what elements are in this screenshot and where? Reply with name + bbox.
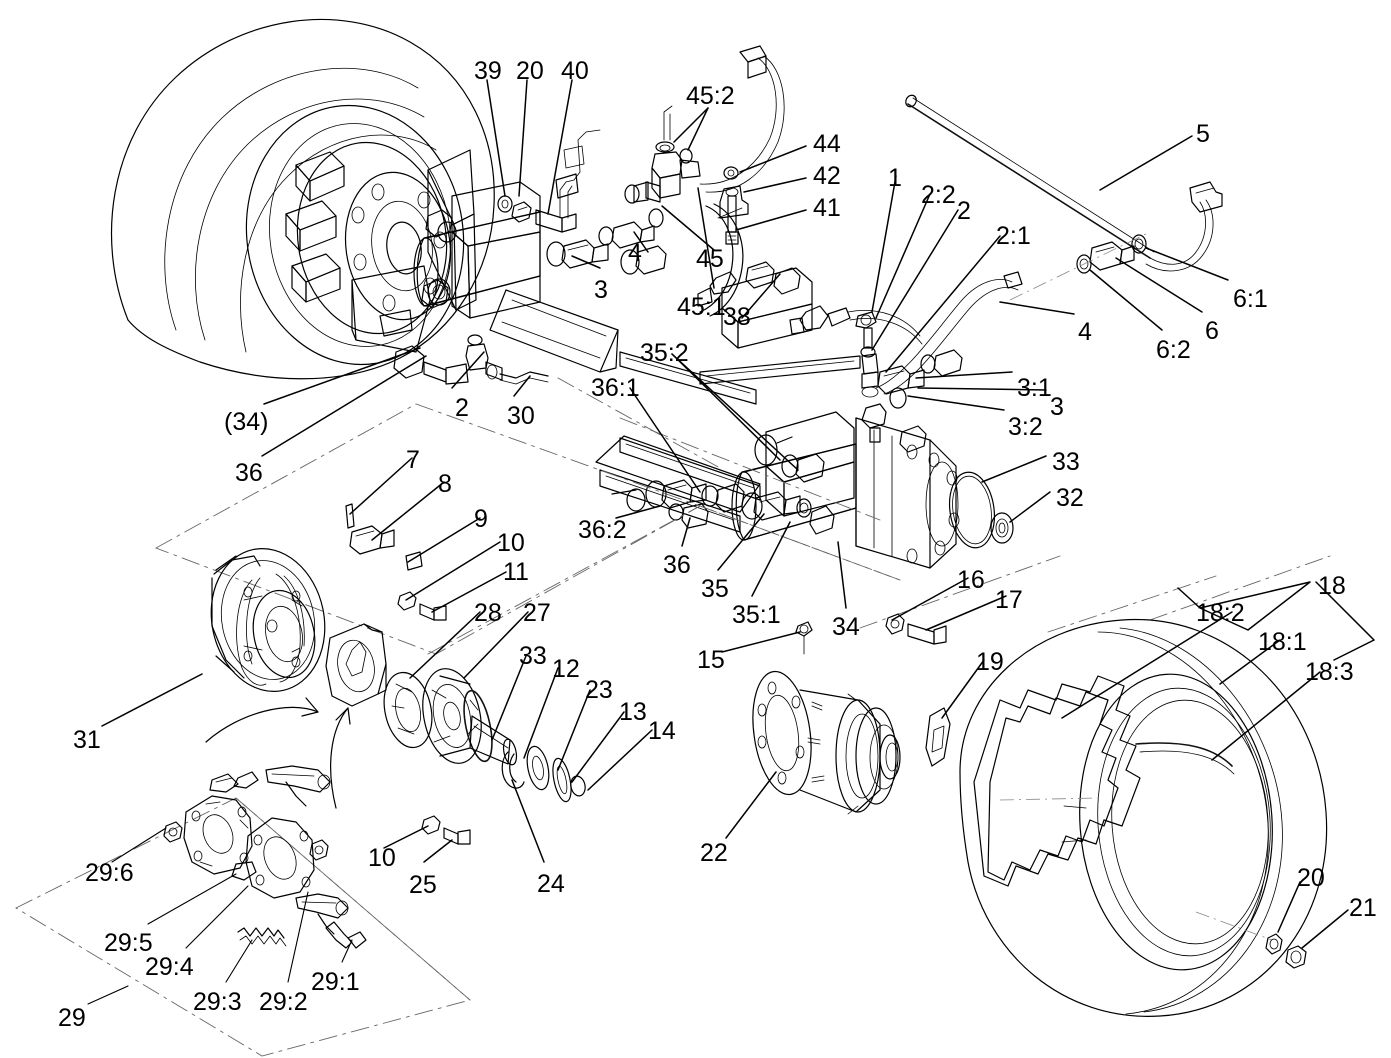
manifold-block-38 (697, 261, 923, 349)
callout-42: 42 (813, 162, 841, 190)
callout-27: 27 (523, 599, 551, 627)
callout-18-1: 18:1 (1258, 628, 1307, 656)
rear-motor-housing-34 (595, 351, 960, 569)
bolt-and-hose-right (855, 271, 1023, 409)
callout--34-: (34) (224, 408, 269, 436)
front-wheel-motor-housing (351, 181, 619, 385)
callout-45: 45 (696, 245, 724, 273)
callout-18: 18 (1318, 572, 1346, 600)
callout-45-1: 45:1 (677, 293, 726, 321)
rear-tire-18 (959, 618, 1328, 1017)
callout-36-2: 36:2 (578, 516, 627, 544)
callout-2: 2 (455, 394, 469, 422)
assembly-arrows (205, 697, 351, 809)
callout-10: 10 (497, 529, 525, 557)
callout-3-2: 3:2 (1008, 413, 1043, 441)
callout-29-6: 29:6 (85, 859, 134, 887)
callout-8: 8 (438, 470, 452, 498)
callout-3-1: 3:1 (1017, 374, 1052, 402)
callout-15: 15 (697, 646, 725, 674)
callout-5: 5 (1196, 120, 1210, 148)
callout-35-1: 35:1 (732, 601, 781, 629)
hydraulic-fitting-chain-upper (546, 208, 667, 275)
oring-33-and-seal-32 (948, 471, 1014, 549)
callout-30: 30 (507, 402, 535, 430)
callout-17: 17 (995, 586, 1023, 614)
callout-2-2: 2:2 (921, 181, 956, 209)
callout-10: 10 (368, 844, 396, 872)
callout-4: 4 (628, 239, 642, 267)
callout-3: 3 (594, 276, 608, 304)
callout-20: 20 (1297, 864, 1325, 892)
hub-and-spindle-assembly (345, 503, 586, 845)
callout-29-2: 29:2 (259, 988, 308, 1016)
callout-29-1: 29:1 (311, 968, 360, 996)
leader-lines (87, 79, 1375, 1005)
callout-12: 12 (552, 655, 580, 683)
callout-2-1: 2:1 (996, 222, 1031, 250)
callout-31: 31 (73, 726, 101, 754)
callout-11: 11 (503, 558, 529, 586)
callout-21: 21 (1349, 894, 1377, 922)
fastener-stack-39-20-40 (497, 195, 577, 233)
callout-41: 41 (813, 194, 841, 222)
callout-18-3: 18:3 (1305, 658, 1354, 686)
callout-25: 25 (409, 871, 437, 899)
callout-29-5: 29:5 (104, 929, 153, 957)
callout-36: 36 (663, 551, 691, 579)
callout-20: 20 (516, 57, 544, 85)
callout-38: 38 (723, 303, 751, 331)
callout-45-2: 45:2 (686, 82, 735, 110)
brake-assembly-31 (210, 548, 326, 692)
callout-33: 33 (519, 642, 547, 670)
front-tire-upper (110, 18, 495, 380)
callout-2: 2 (957, 197, 971, 225)
callout-4: 4 (1078, 318, 1092, 346)
tube-5-and-fittings-6 (905, 94, 1223, 301)
wheel-hub-22 (752, 613, 951, 815)
callout-6: 6 (1205, 317, 1219, 345)
callout-24: 24 (537, 870, 565, 898)
callout-36-1: 36:1 (591, 374, 640, 402)
brake-drum-plate (325, 623, 387, 707)
callout-16: 16 (957, 566, 985, 594)
callout-40: 40 (561, 57, 589, 85)
callout-33: 33 (1052, 448, 1080, 476)
callout-29-3: 29:3 (193, 988, 242, 1016)
callout-22: 22 (700, 839, 728, 867)
callout-9: 9 (474, 505, 488, 533)
callout-29: 29 (58, 1004, 86, 1032)
callout-13: 13 (619, 698, 647, 726)
callout-32: 32 (1056, 484, 1084, 512)
bolt-assembly-41-42-44 (719, 166, 749, 245)
selector-valve-45 (624, 105, 701, 204)
callout-6-2: 6:2 (1156, 336, 1191, 364)
callout-28: 28 (474, 599, 502, 627)
callout-35: 35 (701, 575, 729, 603)
hydraulic-hose-phantom-upper (555, 45, 785, 317)
callout-35-2: 35:2 (640, 339, 689, 367)
callout-7: 7 (406, 446, 420, 474)
callout-39: 39 (474, 57, 502, 85)
callout-18-2: 18:2 (1196, 599, 1245, 627)
callout-29-4: 29:4 (145, 953, 194, 981)
callout-3: 3 (1050, 393, 1064, 421)
callout-6-1: 6:1 (1233, 285, 1268, 313)
callout-23: 23 (585, 676, 613, 704)
callout-44: 44 (813, 130, 841, 158)
callout-14: 14 (648, 717, 676, 745)
valve-stem-20-21 (1195, 911, 1307, 969)
callout-19: 19 (976, 648, 1004, 676)
callout-1: 1 (888, 164, 902, 192)
callout-34: 34 (832, 613, 860, 641)
callout-36: 36 (235, 459, 263, 487)
brake-adjuster-group-29 (163, 765, 367, 949)
